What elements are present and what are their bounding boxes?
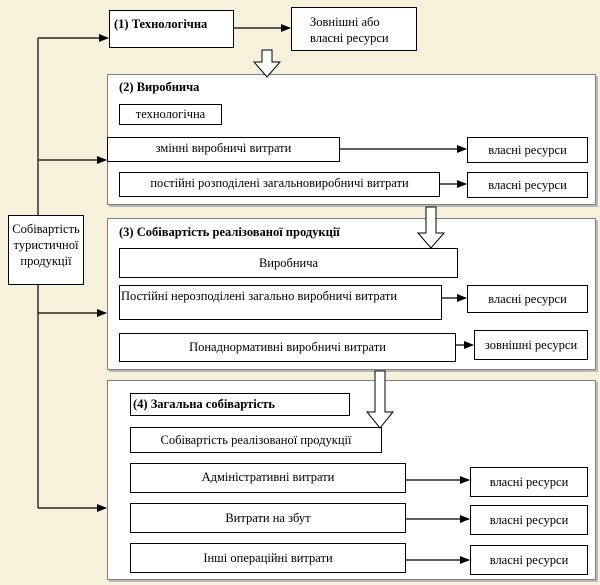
level4-resource-admin-label: власні ресурси: [489, 475, 569, 489]
level4-item-admin-label: Адміністративні витрати: [201, 470, 335, 484]
hollow-arrow-3-4: [365, 370, 395, 429]
level3-title: (3) Собівартість реалізованої продукції: [119, 225, 340, 239]
level4-resource-other: власні ресурси: [470, 545, 588, 575]
level3-item-fixed-unallocated-label: Постійні нерозподілені загально виробнич…: [121, 289, 398, 303]
level4-resource-sales-label: власні ресурси: [489, 513, 569, 527]
hollow-arrow-2-3: [416, 206, 446, 249]
level2-item-variable: змінні виробничі витрати: [107, 137, 340, 162]
level4-resource-admin: власні ресурси: [470, 467, 588, 497]
level4-item-other-label: Інші операційні витрати: [203, 551, 333, 565]
level2-item-fixed: постійні розподілені загальновиробничі в…: [119, 172, 440, 197]
level1-title: (1) Технологічна: [114, 17, 208, 31]
level2-title: (2) Виробнича: [119, 80, 200, 94]
level1-title-box: (1) Технологічна: [109, 10, 234, 48]
level4-item-admin: Адміністративні витрати: [130, 463, 406, 493]
level4-title: (4) Загальна собівартість: [133, 397, 276, 411]
level4-resource-sales: власні ресурси: [470, 505, 588, 535]
level3-item-production-label: Виробнича: [258, 256, 319, 270]
level2-resource-variable-label: власні ресурси: [488, 143, 567, 157]
level1-resource: Зовнішні або власні ресурси: [310, 15, 389, 45]
source-box: Собівартість туристичної продукції: [8, 215, 84, 285]
level3-resource-fixed-unallocated: власні ресурси: [467, 285, 588, 313]
level2-item-variable-label: змінні виробничі витрати: [155, 141, 292, 155]
hollow-arrow-1-2: [252, 49, 282, 78]
level3-item-overtime: Понаднормативні виробничі витрати: [119, 333, 456, 362]
level1-resource-box: Зовнішні або власні ресурси: [291, 7, 417, 51]
level4-resource-other-label: власні ресурси: [489, 553, 569, 567]
level4-item-sold-label: Собівартість реалізованої продукції: [160, 433, 352, 447]
level2-item-tech: технологічна: [119, 104, 222, 125]
source-label: Собівартість туристичної продукції: [12, 222, 80, 268]
level3-resource-fixed-unallocated-label: власні ресурси: [488, 292, 567, 306]
level3-item-overtime-label: Понаднормативні виробничі витрати: [189, 340, 386, 354]
level4-item-sold: Собівартість реалізованої продукції: [130, 427, 382, 453]
level2-resource-fixed-label: власні ресурси: [488, 178, 567, 192]
level4-item-sales-label: Витрати на збут: [225, 511, 311, 525]
level4-item-other: Інші операційні витрати: [130, 543, 406, 573]
level2-resource-fixed: власні ресурси: [467, 172, 588, 198]
level2-resource-variable: власні ресурси: [467, 137, 588, 163]
level3-item-fixed-unallocated: Постійні нерозподілені загально виробнич…: [119, 285, 442, 320]
level3-item-production: Виробнича: [119, 248, 458, 278]
level3-resource-overtime-label: зовнішні ресурси: [484, 338, 578, 352]
level2-item-fixed-label: постійні розподілені загальновиробничі в…: [150, 176, 409, 190]
level3-resource-overtime: зовнішні ресурси: [474, 330, 588, 360]
level2-item-tech-label: технологічна: [135, 107, 206, 121]
level4-title-box: (4) Загальна собівартість: [130, 393, 350, 416]
level4-item-sales: Витрати на збут: [130, 503, 406, 533]
